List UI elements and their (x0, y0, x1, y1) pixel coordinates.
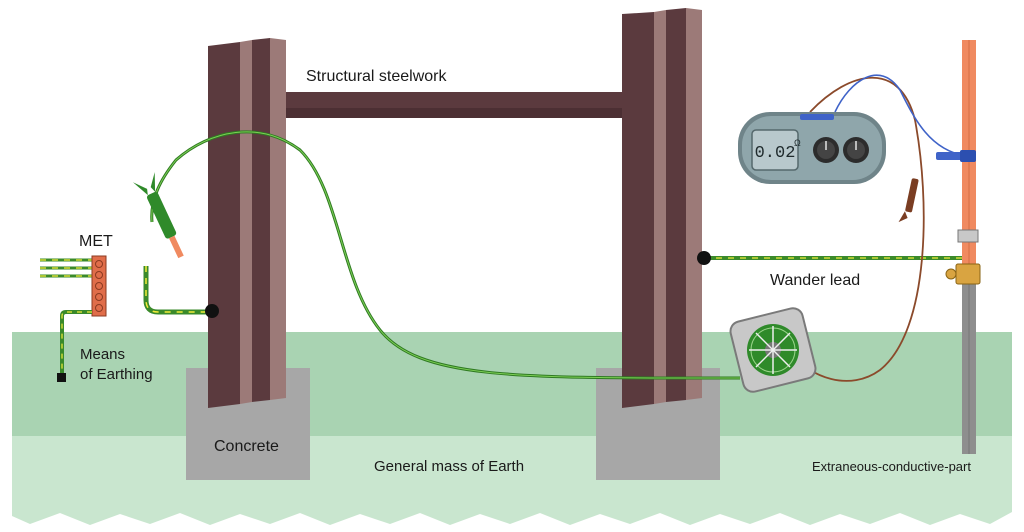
tester-display-reading: 0.02 (755, 144, 796, 163)
label-met: MET (79, 233, 113, 250)
cable-reel-icon (729, 307, 817, 393)
earth-electrode-terminal (57, 373, 66, 382)
bonding-conductor-left-stripe (145, 266, 212, 313)
label-means-of-earthing-line2: of Earthing (80, 366, 153, 383)
connection-point-left (205, 304, 219, 318)
label-means-of-earthing-line1: Means (80, 346, 126, 363)
wander-lead-blue (834, 74, 967, 157)
extraneous-conductive-pipe (962, 40, 976, 454)
met-terminal-bar-icon (40, 255, 107, 317)
wander-lead-brown (789, 76, 925, 382)
pipe-valve-icon (945, 263, 981, 285)
steel-column-right (622, 8, 702, 408)
green-test-lead-stripe (151, 131, 741, 379)
label-general-mass-of-earth: General mass of Earth (374, 458, 525, 475)
crocodile-clip-icon (132, 172, 184, 259)
steel-beam-flange (280, 108, 650, 118)
earth-clamp-icon (957, 229, 979, 243)
steel-column-left (208, 38, 286, 408)
label-wander-lead: Wander lead (770, 272, 861, 289)
means-of-earthing-conductor-stripe (61, 311, 92, 376)
crocodile-clip-brown-icon (898, 178, 919, 223)
label-concrete: Concrete (214, 438, 279, 455)
crocodile-clip-blue-icon (936, 150, 976, 162)
label-structural-steelwork: Structural steelwork (306, 68, 447, 85)
tester-display-unit: Ω (794, 138, 801, 148)
multifunction-tester-icon (738, 112, 886, 184)
ground-upper-band (12, 332, 1012, 436)
connection-point-right (697, 251, 711, 265)
bonding-conductor-left (143, 266, 212, 315)
label-extraneous-conductive-part: Extraneous-conductive-part (812, 459, 971, 474)
ground-lower-band (12, 436, 1012, 525)
